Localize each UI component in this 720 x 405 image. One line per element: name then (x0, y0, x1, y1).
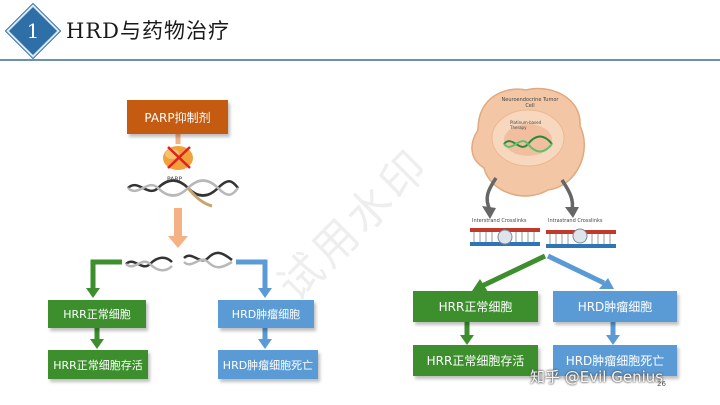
right-branch-arrows (460, 253, 620, 345)
left-tumor-outcome-box: HRD肿瘤细胞死亡 (218, 350, 318, 379)
credit-text: 知乎 @Evil Genius (530, 368, 664, 386)
header-divider (0, 59, 720, 61)
right-normal-cell-box: HRR正常细胞 (413, 291, 538, 322)
dna-strand-icon (127, 179, 239, 208)
section-number: 1 (26, 19, 40, 43)
dna-break-icon (125, 251, 233, 272)
slide-title: HRD与药物治疗 (66, 19, 230, 43)
therapy-label: Platinum-based Therapy (510, 120, 542, 130)
right-tumor-cell-box: HRD肿瘤细胞 (553, 291, 677, 322)
right-tumor-outcome-box: HRD肿瘤细胞死亡 (553, 345, 677, 376)
intrastrand-label: Intrastrand Crosslinks (548, 218, 603, 224)
right-normal-outcome-box: HRR正常细胞存活 (413, 345, 538, 376)
tumor-cell-title: Neuroendocrine Tumor Cell (501, 97, 559, 109)
interstrand-crosslink-icon (470, 228, 540, 246)
tumor-cell-icon (471, 87, 585, 197)
left-tumor-cell-box: HRD肿瘤细胞 (218, 300, 314, 328)
crosslink-arrows (482, 177, 579, 219)
intrastrand-crosslink-icon (546, 228, 616, 248)
left-normal-outcome-box: HRR正常细胞存活 (48, 350, 148, 379)
left-branch-arrows (86, 259, 272, 349)
slide-header: 1 HRD与药物治疗 (0, 0, 720, 60)
page-number: 26 (657, 380, 666, 388)
parp-inhibitor-box: PARP抑制剂 (127, 100, 228, 134)
arrow-dna-break (168, 208, 188, 248)
left-normal-cell-box: HRR正常细胞 (48, 300, 146, 328)
parp-label: PARP (167, 176, 183, 183)
parp-protein-icon (163, 146, 193, 170)
interstrand-label: Interstrand Crosslinks (472, 218, 527, 224)
